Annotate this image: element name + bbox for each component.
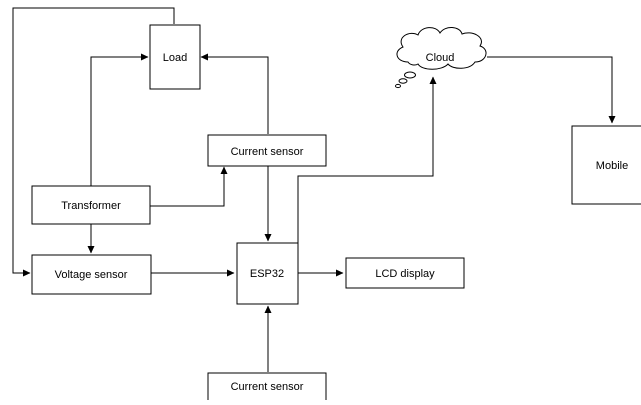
connector-current-sensor-top-to-load	[200, 53, 269, 134]
node-esp32-label: ESP32	[250, 268, 284, 280]
connector-esp32-to-cloud	[297, 76, 437, 243]
node-lcd-display: LCD display	[345, 257, 465, 289]
node-transformer: Transformer	[31, 185, 151, 225]
node-current-sensor-bottom-label: Current sensor	[231, 381, 304, 393]
node-current-sensor-top-label: Current sensor	[231, 146, 304, 158]
node-voltage-sensor: Voltage sensor	[31, 254, 152, 295]
node-transformer-label: Transformer	[61, 200, 121, 212]
connections	[12, 7, 616, 372]
connector-transformer-to-load	[90, 53, 149, 186]
node-voltage-sensor-label: Voltage sensor	[55, 269, 128, 281]
node-esp32: ESP32	[236, 242, 299, 305]
cloud-bubble-medium	[398, 78, 408, 84]
node-load-label: Load	[163, 52, 187, 64]
node-load: Load	[149, 24, 201, 90]
connector-load-to-voltage-sensor	[12, 7, 175, 277]
node-current-sensor-top: Current sensor	[207, 134, 327, 167]
connector-cloud-to-mobile	[487, 56, 616, 124]
cloud-bubble-large	[404, 71, 416, 79]
node-cloud: Cloud	[395, 27, 487, 89]
connector-transformer-to-current-sensor-top	[150, 166, 228, 207]
node-mobile: Mobile	[571, 125, 641, 205]
node-mobile-label: Mobile	[596, 160, 628, 172]
node-current-sensor-bottom: Current sensor	[207, 372, 327, 405]
node-lcd-display-label: LCD display	[375, 268, 435, 280]
cloud-icon	[396, 27, 487, 70]
node-cloud-label: Cloud	[426, 52, 455, 64]
cloud-bubble-small	[395, 83, 401, 89]
